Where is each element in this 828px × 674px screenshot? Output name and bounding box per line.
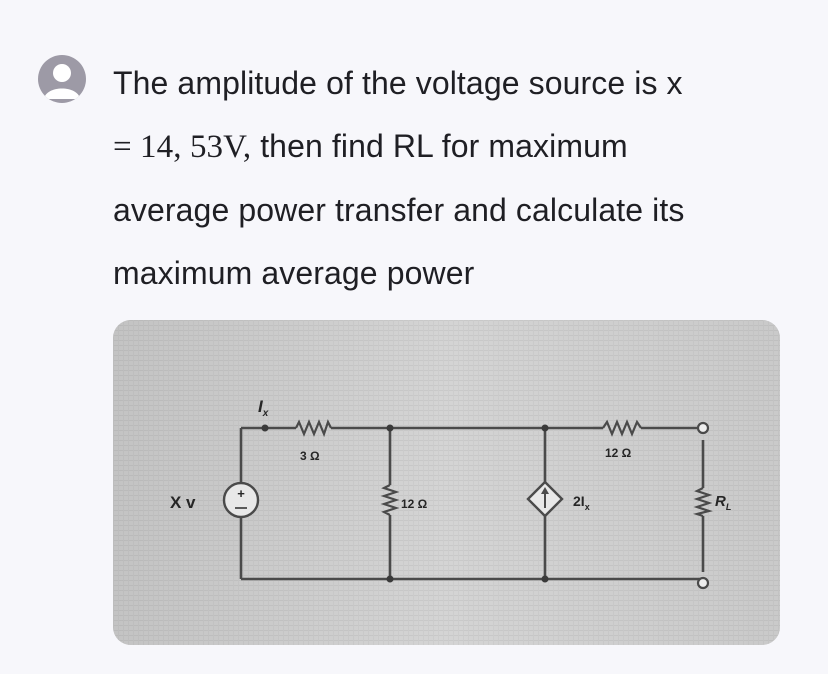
voltage-source-icon: + (222, 481, 260, 519)
dependent-source-label: 2Ix (573, 493, 590, 512)
question-line-2: = 14, 53V, then find RL for maximum (113, 115, 793, 179)
circuit-diagram: + X v Ix 3 Ω 12 Ω 12 Ω 2Ix RL (113, 320, 780, 645)
terminal-top (696, 421, 710, 435)
resistor-12-ohm-middle (380, 484, 400, 516)
svg-text:+: + (237, 486, 245, 501)
load-resistor (693, 487, 713, 518)
resistor-12-ohm-top (602, 419, 642, 437)
resistor-12-ohm-middle-label: 12 Ω (401, 497, 428, 511)
question-line-4: maximum average power (113, 255, 475, 291)
photo-shading (113, 320, 780, 645)
resistor-3-ohm-label: 3 Ω (300, 449, 320, 463)
question-text: The amplitude of the voltage source is x… (113, 52, 793, 305)
current-label: Ix (258, 397, 269, 419)
question-line-1: The amplitude of the voltage source is x (113, 65, 683, 101)
dependent-current-source-icon (526, 480, 564, 518)
terminal-bottom (696, 576, 710, 590)
resistor-3-ohm (295, 419, 332, 438)
voltage-value-math: = 14, 53V, (113, 129, 252, 165)
source-label: X v (170, 493, 196, 512)
circuit-photo: + X v Ix 3 Ω 12 Ω 12 Ω 2Ix RL (113, 320, 780, 645)
load-resistor-label: RL (715, 493, 731, 512)
resistor-12-ohm-top-label: 12 Ω (605, 446, 632, 460)
user-avatar-icon (38, 55, 86, 103)
question-line-3: average power transfer and calculate its (113, 192, 685, 228)
question-line-2-text: then find RL for maximum (251, 128, 628, 164)
junction-dots (261, 424, 549, 583)
circuit-wires (239, 426, 705, 581)
